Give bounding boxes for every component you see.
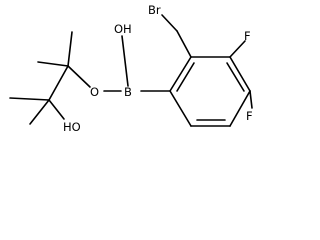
- hydroxyl-boron-label: OH: [114, 22, 132, 36]
- bond-o-c-quat1: [67, 65, 91, 88]
- oxygen-label: O: [90, 85, 99, 99]
- bond-b-oh: [121, 35, 129, 87]
- double-bond-inner-left: [176, 62, 195, 92]
- bond-ring-c1-c2: [169, 56, 192, 92]
- fluorine-upper-label: F: [244, 29, 251, 43]
- bond-cquat1-me-up: [67, 31, 73, 67]
- structure-diagram: Br OH B O F F HO: [9, 3, 253, 134]
- bond-cquat2-me-down: [29, 99, 50, 125]
- bond-ring-c3-c4: [229, 56, 251, 92]
- bond-cquat2-me-left: [9, 97, 50, 101]
- fluorine-lower-label: F: [246, 109, 253, 123]
- bond-ch2-br: [161, 14, 178, 32]
- bond-c4-f: [249, 90, 253, 109]
- bond-ring-c6-c1: [169, 90, 192, 127]
- bond-ring-c4-c5: [229, 90, 251, 127]
- boron-label: B: [124, 85, 132, 99]
- bond-cquat2-oh: [48, 99, 65, 120]
- bond-cquat1-me-left: [37, 61, 69, 67]
- bond-c2-ch2: [176, 30, 192, 58]
- hydroxyl-pinacol-label: HO: [63, 120, 81, 134]
- bromine-label: Br: [148, 3, 161, 17]
- double-bond-inner-right: [226, 62, 245, 92]
- bond-cquat1-cquat2: [48, 65, 69, 101]
- bond-c3-f: [229, 40, 246, 58]
